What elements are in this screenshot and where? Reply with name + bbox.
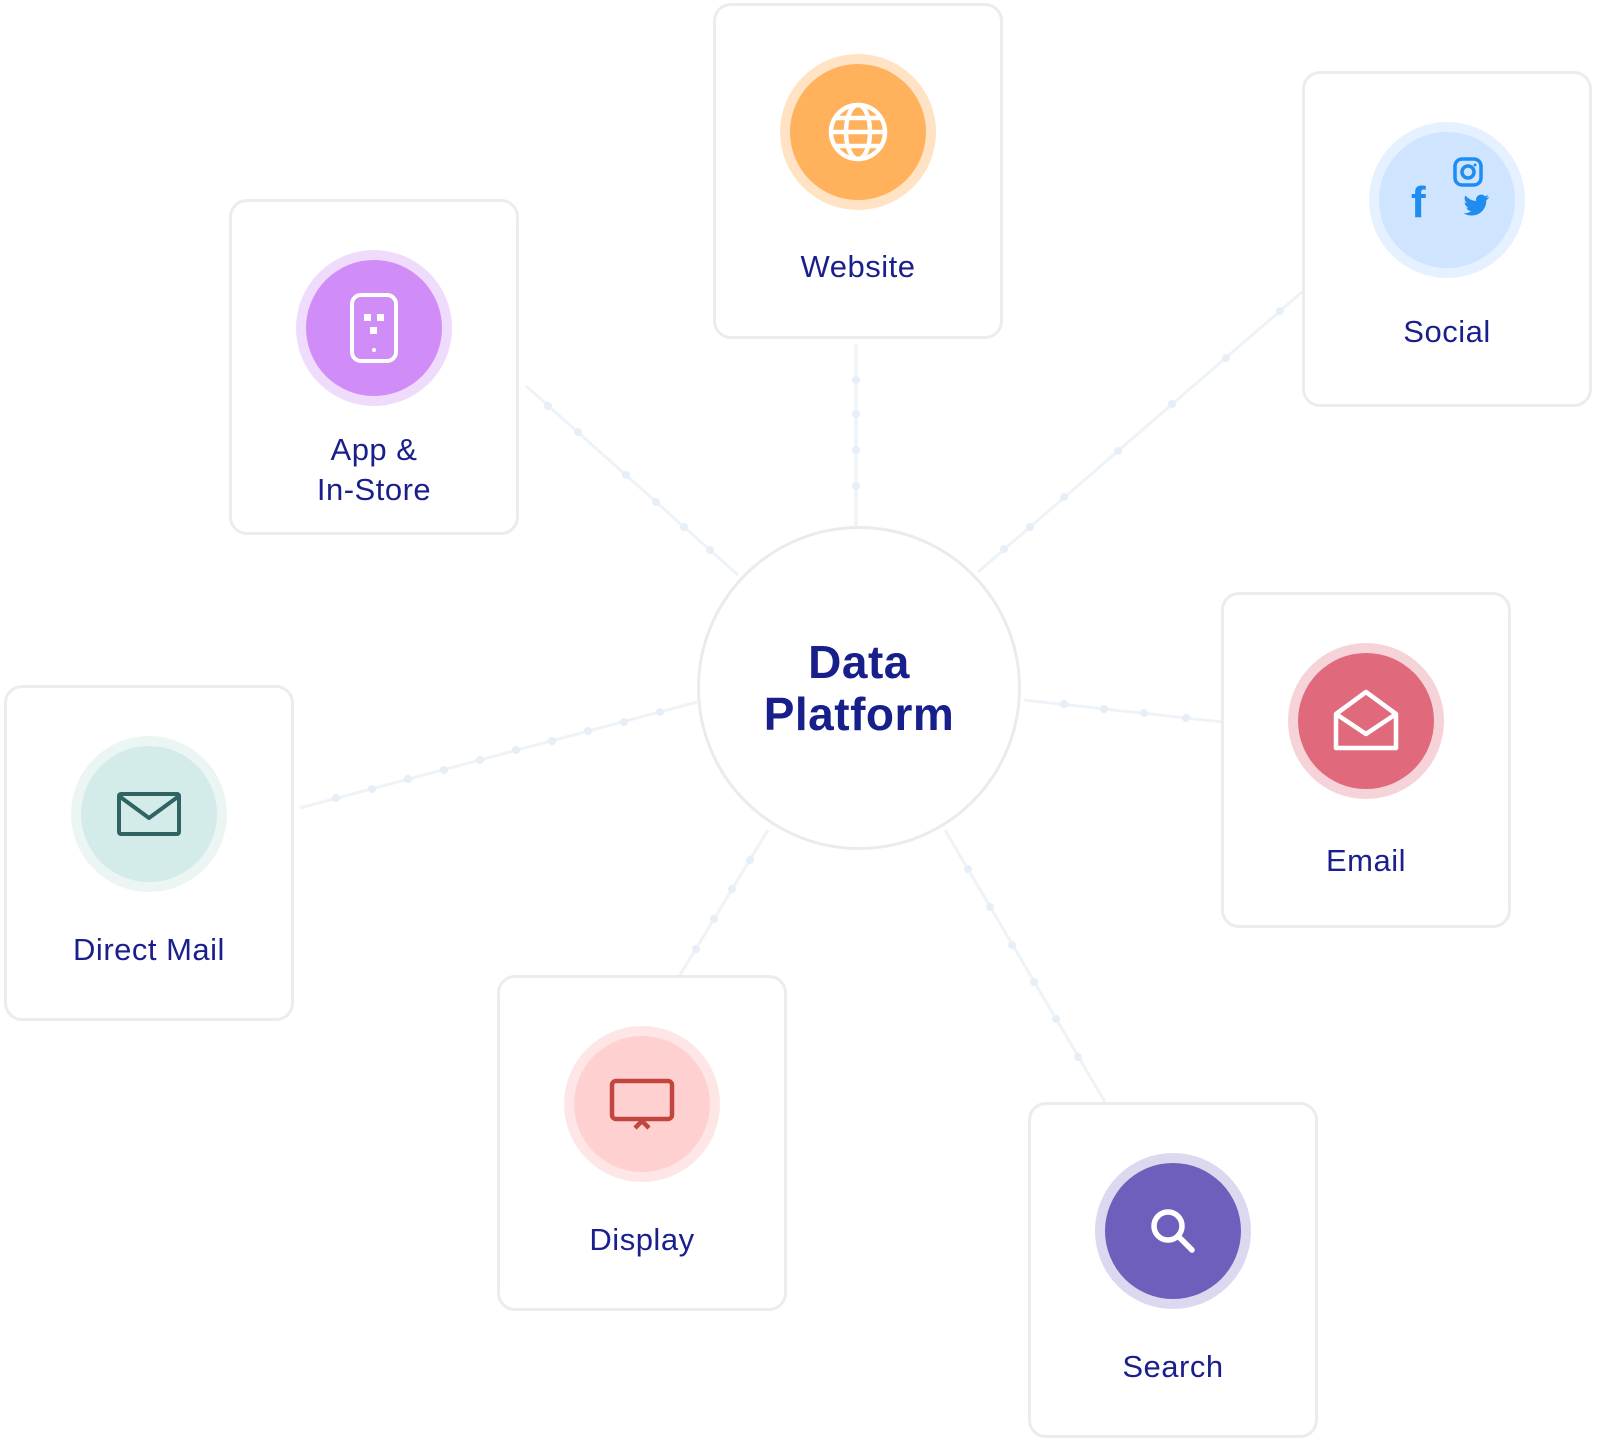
connector-direct-mail — [299, 700, 698, 810]
display-icon-halo — [564, 1026, 720, 1182]
direct-mail-icon-halo — [71, 736, 227, 892]
envelope-icon — [117, 792, 181, 836]
connector-app — [525, 384, 739, 577]
connector-social — [977, 290, 1303, 574]
connector-display — [678, 829, 770, 976]
magnifier-icon — [1151, 1209, 1195, 1253]
website-icon-disc — [790, 64, 926, 200]
facebook-icon: f — [1411, 178, 1426, 227]
social-icons-group: f — [1411, 157, 1489, 227]
email-icon-disc — [1298, 653, 1434, 789]
hub-title-line1: Data — [808, 636, 910, 688]
app-label-line2: In-Store — [316, 472, 432, 507]
search-card[interactable]: Search — [1028, 1102, 1318, 1438]
open-envelope-icon — [1333, 689, 1399, 751]
app-instore-card[interactable]: App & In-Store — [229, 199, 519, 535]
display-card[interactable]: Display — [497, 975, 787, 1311]
email-icon-halo — [1288, 643, 1444, 799]
display-label: Display — [589, 1222, 695, 1257]
direct-mail-card[interactable]: Direct Mail — [4, 685, 294, 1021]
data-platform-hub: Data Platform — [697, 526, 1021, 850]
email-label: Email — [1325, 843, 1406, 878]
direct-mail-label: Direct Mail — [73, 932, 225, 967]
direct-mail-icon-disc — [81, 746, 217, 882]
app-icon-disc — [306, 260, 442, 396]
app-instore-label: App & In-Store — [232, 430, 516, 510]
website-card[interactable]: Website — [713, 3, 1003, 339]
website-icon-halo — [780, 54, 936, 210]
search-label: Search — [1122, 1349, 1224, 1384]
instagram-icon — [1453, 157, 1483, 187]
app-icon-halo — [296, 250, 452, 406]
social-label: Social — [1403, 314, 1491, 349]
globe-icon — [828, 102, 888, 162]
phone-icon — [350, 293, 398, 363]
social-card[interactable]: f Social — [1302, 71, 1592, 407]
connector-email — [1023, 698, 1223, 724]
search-icon-disc — [1105, 1163, 1241, 1299]
app-label-line1: App & — [330, 432, 418, 467]
hub-title-line2: Platform — [763, 688, 955, 740]
monitor-icon — [609, 1078, 675, 1130]
display-icon-disc — [574, 1036, 710, 1172]
twitter-icon — [1463, 194, 1489, 216]
social-icon-halo: f — [1369, 122, 1525, 278]
email-card[interactable]: Email — [1221, 592, 1511, 928]
website-label: Website — [800, 249, 916, 284]
social-icon-disc: f — [1379, 132, 1515, 268]
search-icon-halo — [1095, 1153, 1251, 1309]
